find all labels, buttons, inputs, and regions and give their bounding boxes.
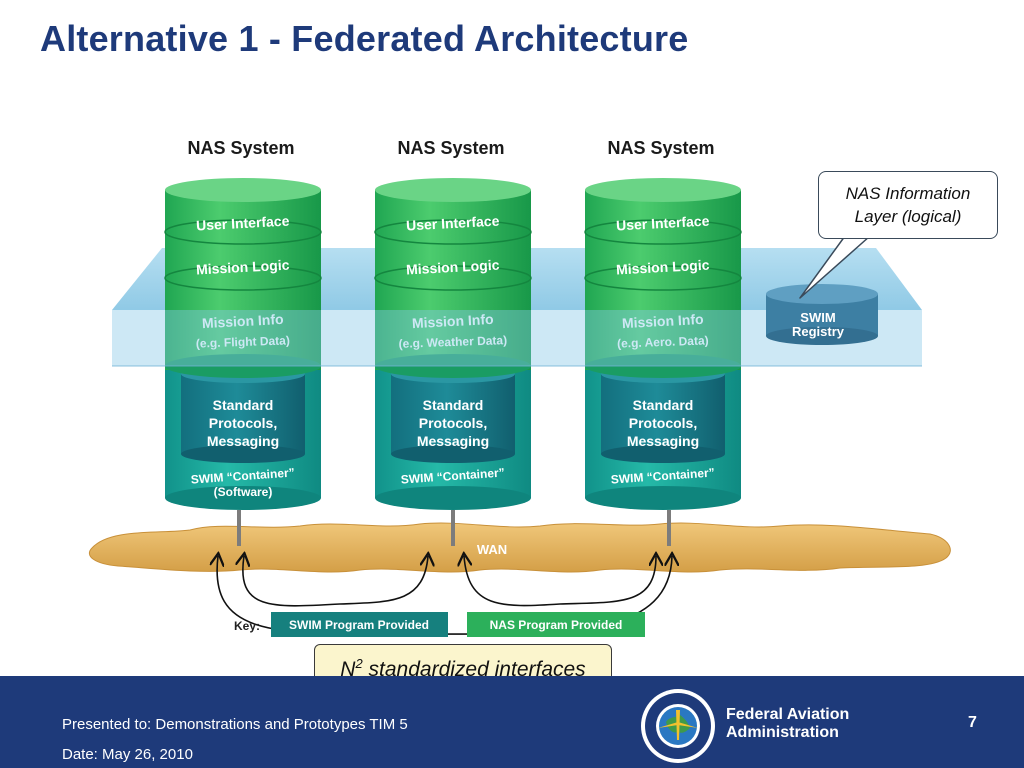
- callout-line1: NAS Information: [845, 184, 971, 203]
- key-nas-box: [467, 612, 645, 637]
- callout-n: N: [340, 658, 356, 681]
- swim-registry-line2: Registry: [792, 324, 845, 339]
- nas-system-stack-3: NAS System: [584, 138, 742, 510]
- nas-system-header: NAS System: [607, 138, 714, 158]
- callout-rest: interfaces: [494, 658, 586, 681]
- standard-protocols-label: Messaging: [207, 433, 279, 449]
- standard-protocols-label: Messaging: [417, 433, 489, 449]
- callout-line2: Layer (logical): [854, 207, 962, 226]
- swim-registry-line1: SWIM: [800, 310, 835, 325]
- mission-info-detail-label: (e.g. Weather Data): [398, 333, 507, 351]
- connector-2: [451, 510, 455, 546]
- standard-protocols-label: Standard: [633, 397, 694, 413]
- key-swim-label: SWIM Program Provided: [289, 618, 429, 632]
- mission-info-label: Mission Info: [412, 311, 494, 331]
- swim-registry: [766, 284, 878, 345]
- standard-protocols-label: Standard: [423, 397, 484, 413]
- mission-info-detail-label: (e.g. Flight Data): [196, 333, 290, 350]
- org-line2: Administration: [726, 724, 839, 741]
- mission-logic-label: Mission Logic: [616, 257, 710, 278]
- key-label: Key:: [234, 619, 260, 633]
- org-line1: Federal Aviation: [726, 706, 850, 723]
- nas-system-header: NAS System: [397, 138, 504, 158]
- connector-3: [667, 510, 671, 546]
- key-swim-box: [271, 612, 448, 637]
- page-number: 7: [968, 714, 977, 731]
- standard-protocols-label: Protocols,: [419, 415, 487, 431]
- callout-standardized: standardized: [368, 658, 489, 681]
- footer-presented-to: Presented to: Demonstrations and Prototy…: [62, 716, 408, 733]
- user-interface-label: User Interface: [616, 213, 710, 234]
- mission-info-label: Mission Info: [622, 311, 704, 331]
- nas-system-header: NAS System: [187, 138, 294, 158]
- connector-1: [237, 510, 241, 546]
- footer-organization: Federal Aviation Administration: [726, 706, 849, 742]
- user-interface-label: User Interface: [196, 213, 290, 234]
- mission-logic-label: Mission Logic: [406, 257, 500, 278]
- mission-logic-label: Mission Logic: [196, 257, 290, 278]
- mission-info-label: Mission Info: [202, 311, 284, 331]
- standard-protocols-label: Protocols,: [209, 415, 277, 431]
- wan-label: WAN: [477, 542, 507, 557]
- key-nas-label: NAS Program Provided: [490, 618, 623, 632]
- standard-protocols-label: Messaging: [627, 433, 699, 449]
- wan-cloud: [88, 522, 951, 573]
- standard-protocols-label: Standard: [213, 397, 274, 413]
- footer-bar: Presented to: Demonstrations and Prototy…: [0, 676, 1024, 768]
- callout-power: 2: [355, 656, 363, 671]
- slide-title: Alternative 1 - Federated Architecture: [40, 18, 689, 59]
- nas-information-layer-callout: NAS Information Layer (logical): [818, 171, 998, 239]
- footer-date: Date: May 26, 2010: [62, 746, 193, 763]
- swim-container-detail-label: (Software): [214, 485, 273, 499]
- nas-system-stack-2: NAS System: [374, 138, 532, 510]
- user-interface-label: User Interface: [406, 213, 500, 234]
- nas-system-stack-1: NAS System: [164, 138, 322, 510]
- standard-protocols-label: Protocols,: [629, 415, 697, 431]
- mission-info-detail-label: (e.g. Aero. Data): [617, 333, 709, 350]
- faa-seal-logo: [641, 689, 715, 763]
